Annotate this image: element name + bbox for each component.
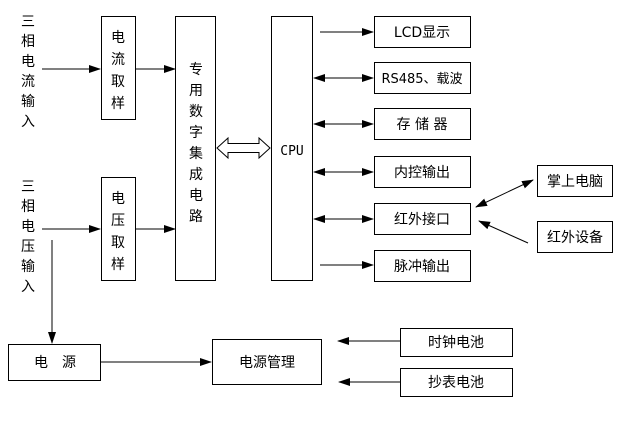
vertical-char: 压 [111, 213, 125, 229]
handheld-pc-block [537, 165, 613, 197]
clock-battery-label: 时钟电池 [428, 334, 484, 351]
infrared-device-arrow [478, 220, 529, 244]
vertical-char: 电 [111, 30, 125, 46]
rs485-label: RS485、载波 [381, 72, 462, 87]
infrared-device-label: 红外设备 [547, 229, 603, 246]
vertical-char: 样 [111, 257, 125, 273]
vertical-char: 输 [21, 94, 35, 110]
current-sampling-block [101, 16, 136, 120]
vertical-char: 电 [111, 191, 125, 207]
meter-battery-label: 抄表电池 [428, 375, 484, 391]
lcd-block [374, 16, 471, 48]
vertical-char: 压 [21, 239, 35, 255]
vertical-char: 三 [21, 179, 35, 195]
lcd-label: LCD显示 [394, 25, 450, 41]
voltage-sampling-block [101, 177, 136, 281]
vertical-char: 成 [189, 167, 203, 183]
cpu-label: CPU [280, 144, 303, 159]
vertical-char: 数 [189, 104, 203, 120]
vertical-char: 流 [111, 52, 125, 68]
vertical-char: 相 [21, 199, 35, 215]
pulse-output-label: 脉冲输出 [394, 259, 450, 275]
asic-cpu-bus-arrow [216, 136, 271, 160]
meter-battery-block [400, 368, 513, 397]
vertical-char: 路 [189, 209, 203, 225]
vertical-char: 电 [21, 219, 35, 235]
vertical-char: 字 [189, 125, 203, 141]
vertical-char: 入 [21, 279, 35, 295]
vertical-char: 用 [189, 83, 203, 99]
vertical-char: 取 [111, 74, 125, 90]
vertical-char: 样 [111, 96, 125, 112]
power-supply-block [8, 344, 101, 381]
cpu-block [271, 16, 313, 281]
pulse-output-block [374, 250, 471, 282]
internal-control-label: 内控输出 [394, 165, 450, 181]
vertical-char: 流 [21, 74, 35, 90]
vertical-char: 输 [21, 259, 35, 275]
handheld-pc-label: 掌上电脑 [547, 174, 603, 190]
vertical-char: 电 [189, 188, 203, 204]
rs485-block [374, 62, 471, 94]
vertical-char: 入 [21, 114, 35, 130]
power-management-block [212, 339, 322, 385]
memory-block [374, 108, 471, 140]
vertical-char: 相 [21, 34, 35, 50]
clock-battery-block [400, 328, 513, 357]
vertical-char: 取 [111, 235, 125, 251]
memory-label: 存 储 器 [397, 117, 448, 133]
vertical-char: 专 [189, 62, 203, 78]
vertical-char: 集 [189, 145, 203, 162]
vertical-char: 电 [21, 54, 35, 70]
infrared-port-block [374, 203, 471, 235]
power-supply-label: 电 源 [34, 355, 76, 371]
power-management-label: 电源管理 [239, 355, 295, 371]
vertical-char: 三 [21, 14, 35, 30]
infrared-device-block [537, 221, 613, 253]
infrared-port-label: 红外接口 [394, 211, 450, 228]
internal-control-block [374, 156, 471, 188]
infrared-handheld-arrow [475, 179, 534, 208]
asic-block [175, 16, 216, 281]
